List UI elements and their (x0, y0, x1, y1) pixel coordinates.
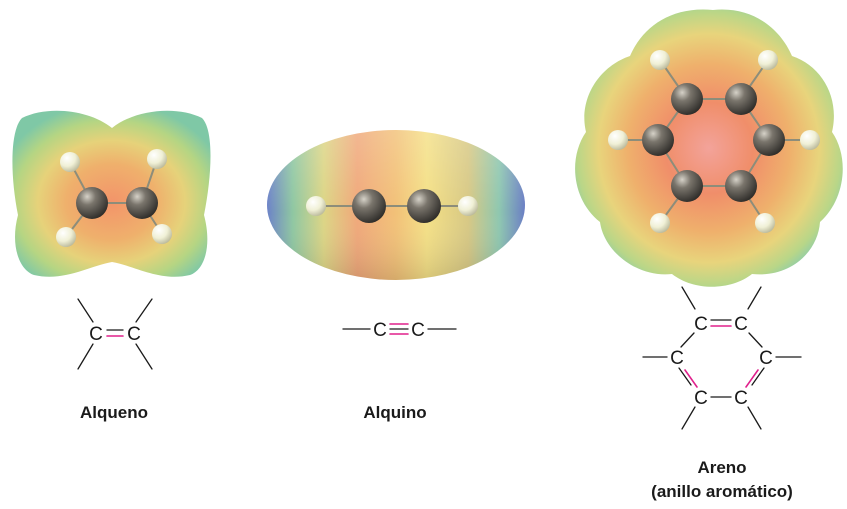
carbon-atom (642, 124, 674, 156)
alkene-structural-formula: C C (77, 298, 153, 370)
hydrogen-atom (458, 196, 478, 216)
carbon-atom (725, 83, 757, 115)
hydrogen-atom (60, 152, 80, 172)
arene-pi-bond-left (684, 369, 698, 388)
hydrogen-atom (152, 224, 172, 244)
arene-caption-line-1: Areno (697, 458, 746, 477)
carbon-atom (753, 124, 785, 156)
arene-ball-stick-model (608, 50, 820, 233)
arene-caption-line-2: (anillo aromático) (651, 482, 793, 501)
hydrogen-atom (650, 50, 670, 70)
alkene-potential-surface (12, 110, 211, 277)
hydrogen-atom (758, 50, 778, 70)
carbon-atom (725, 170, 757, 202)
alkene-carbon-label-2: C (127, 324, 141, 345)
carbon-atom (407, 189, 441, 223)
arene-pi-bond-right (745, 369, 759, 388)
alkyne-carbon-label-2: C (411, 320, 425, 341)
alkyne-caption: Alquino (363, 403, 426, 422)
arene-carbon-label-6: C (734, 388, 748, 409)
arene-carbon-label-4: C (759, 348, 773, 369)
alkyne-carbon-label-1: C (373, 320, 387, 341)
carbon-atom (671, 170, 703, 202)
carbon-atom (352, 189, 386, 223)
hydrogen-atom (800, 130, 820, 150)
arene-structural-formula: C C C C C C (642, 286, 802, 430)
alkene-carbon-label-1: C (89, 324, 103, 345)
hydrogen-atom (306, 196, 326, 216)
hydrogen-atom (755, 213, 775, 233)
hydrogen-atom (147, 149, 167, 169)
alkyne-ball-stick-model (306, 189, 478, 223)
hydrogen-atom (56, 227, 76, 247)
arene-potential-surface (575, 9, 843, 287)
carbon-atom (671, 83, 703, 115)
arene-carbon-label-3: C (670, 348, 684, 369)
hydrogen-atom (650, 213, 670, 233)
hydrogen-atom (608, 130, 628, 150)
carbon-atom (76, 187, 108, 219)
alkene-ball-stick-model (56, 149, 172, 247)
arene-carbon-label-5: C (694, 388, 708, 409)
alkyne-group: C C Alquino (267, 130, 525, 422)
arene-carbon-label-2: C (734, 314, 748, 335)
carbon-atom (126, 187, 158, 219)
arene-group: C C C C C C Areno (anillo aromático) (575, 9, 843, 501)
alkene-group: C C Alqueno (12, 110, 211, 422)
arene-carbon-label-1: C (694, 314, 708, 335)
alkyne-structural-formula: C C (342, 320, 457, 341)
alkene-caption: Alqueno (80, 403, 148, 422)
